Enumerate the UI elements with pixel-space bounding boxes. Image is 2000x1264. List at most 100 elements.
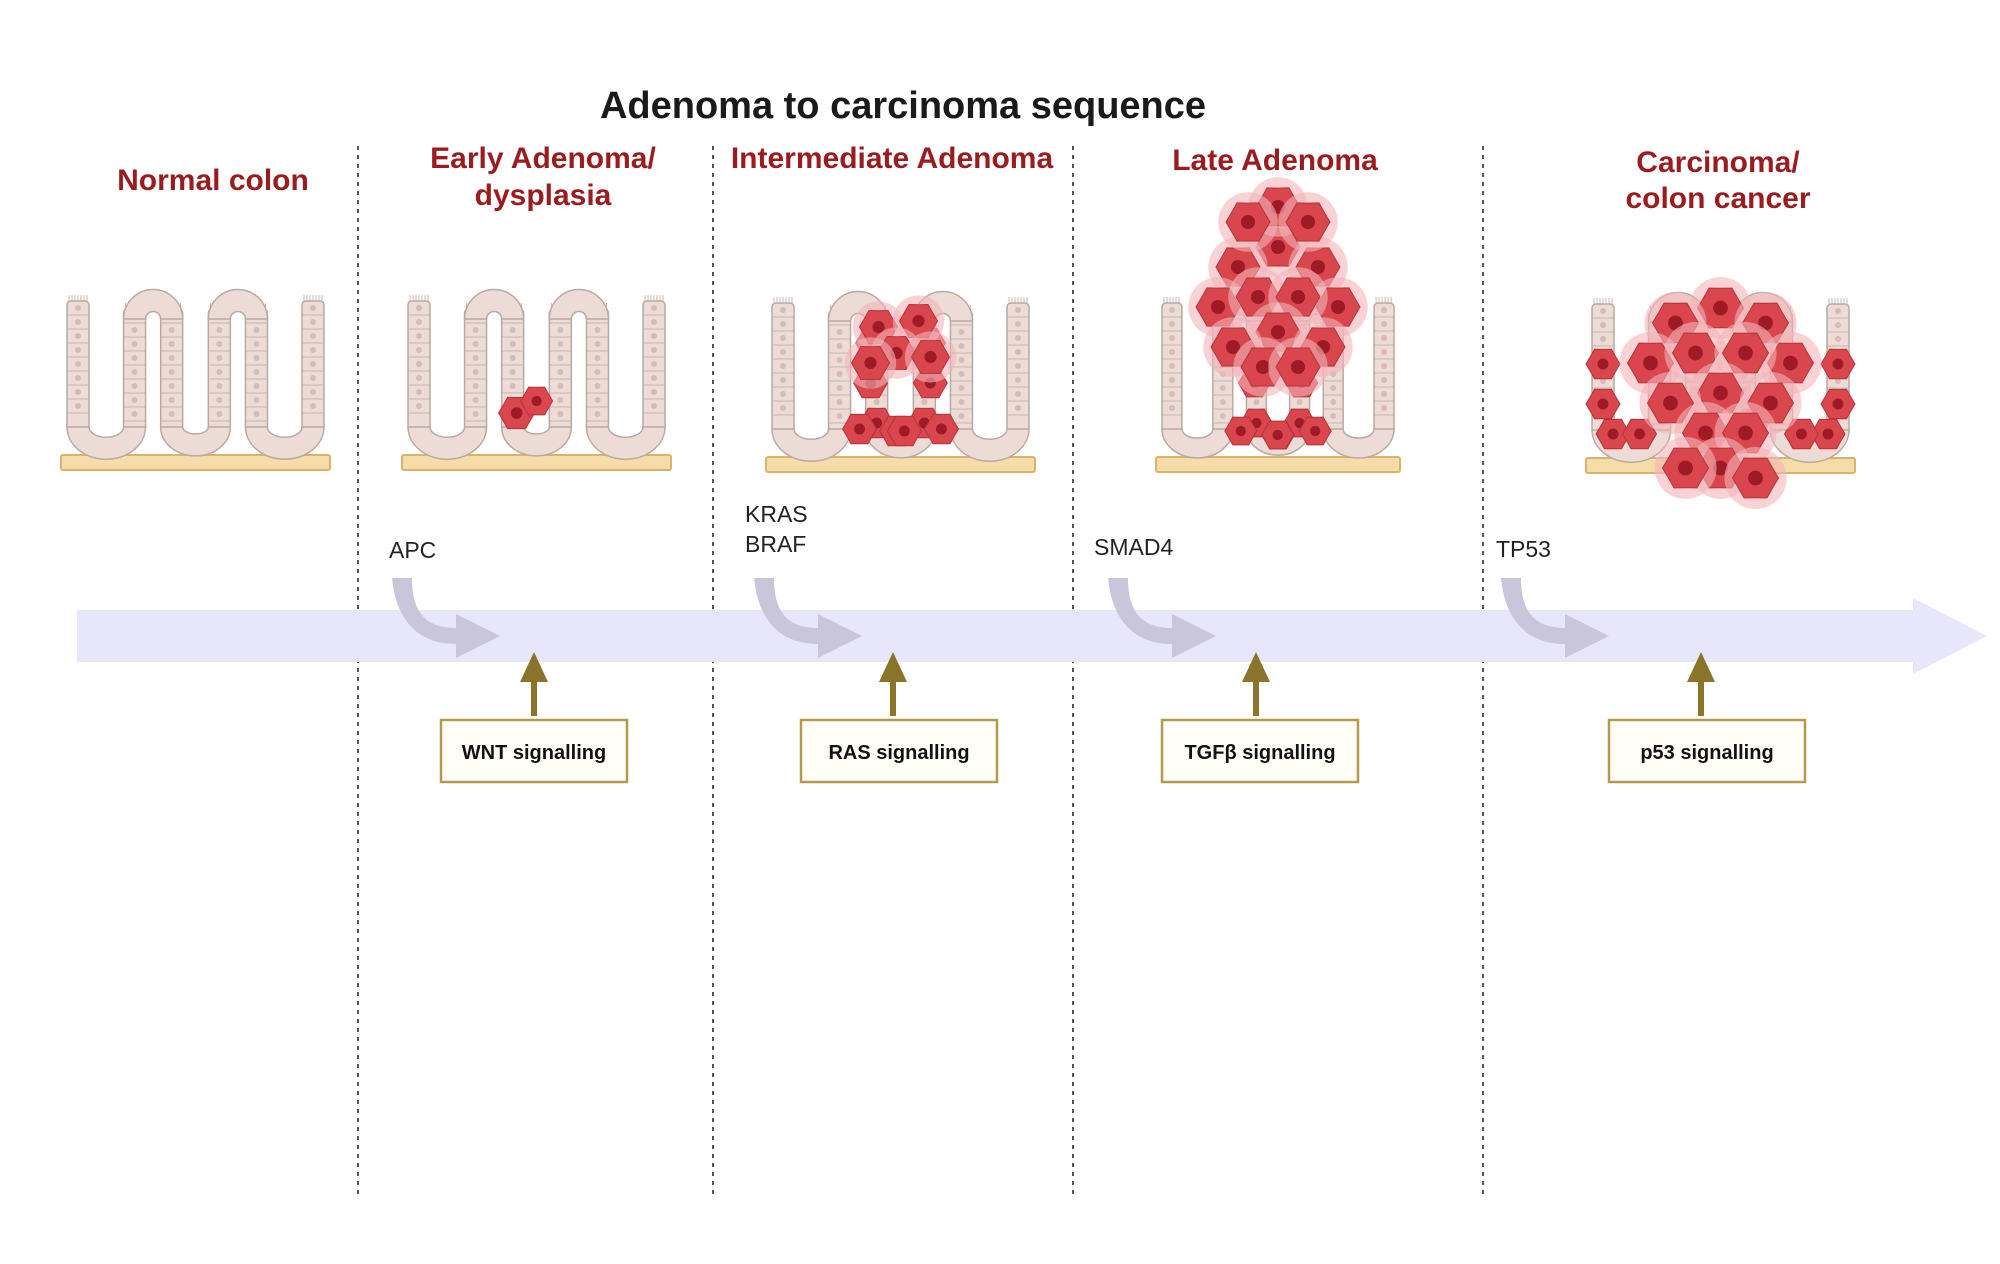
cell-nucleus [472, 411, 479, 417]
cell-nucleus [310, 375, 316, 381]
signal-box [1607, 718, 1807, 784]
tumor-cluster [841, 295, 960, 447]
cell-nucleus [1381, 391, 1388, 397]
cell-nucleus [253, 327, 260, 333]
cell-nucleus [1600, 336, 1606, 342]
tumor-cell-icon [1585, 388, 1621, 420]
crypt-bottom [500, 426, 573, 457]
cell-nucleus [1015, 363, 1021, 369]
diagram-title: Adenoma to carcinoma sequence [600, 85, 1206, 127]
tumor-cell-icon [1268, 337, 1328, 397]
stage-title-line: colon cancer [1625, 182, 1810, 215]
cell-nucleus [1381, 349, 1388, 355]
tumor-nucleus [1310, 425, 1321, 437]
tumor-nucleus [1713, 385, 1728, 401]
cell-nucleus [1381, 405, 1388, 411]
cell-nucleus [651, 305, 657, 311]
cell-nucleus [1015, 391, 1021, 397]
cell-nucleus [310, 305, 316, 311]
cell-nucleus [216, 327, 223, 333]
cell-nucleus [509, 327, 516, 333]
stage-title-line: Carcinoma/ [1636, 146, 1800, 179]
signal-box [799, 718, 999, 784]
cell-nucleus [253, 383, 260, 389]
cell-nucleus [557, 383, 564, 389]
tumor-nucleus [1230, 259, 1246, 275]
progression-timeline [77, 598, 1987, 674]
cell-nucleus [780, 391, 786, 397]
signal-box [1160, 718, 1360, 784]
cell-nucleus [594, 327, 601, 333]
cell-nucleus [416, 319, 422, 325]
cell-nucleus [75, 305, 81, 311]
cell-nucleus [958, 413, 965, 419]
tumor-cell-icon [904, 331, 957, 383]
tumor-nucleus [1210, 299, 1226, 315]
cell-nucleus [594, 341, 601, 347]
cell-nucleus [651, 375, 657, 381]
cell-nucleus [1253, 399, 1260, 405]
tumor-nucleus [1738, 425, 1753, 441]
stage-title-line: Late Adenoma [1172, 144, 1378, 177]
tumor-cell-icon [1298, 416, 1332, 446]
stage-title-line: Intermediate Adenoma [731, 142, 1054, 175]
tumor-cell-icon [520, 386, 554, 416]
cell-nucleus [509, 383, 516, 389]
tumor-cell-icon [1783, 418, 1820, 450]
cell-nucleus [557, 369, 564, 375]
cell-nucleus [1168, 363, 1175, 369]
cell-nucleus [557, 341, 564, 347]
tumor-cell-icon [1820, 388, 1856, 420]
crypt-bottom [585, 426, 666, 460]
cell-nucleus [131, 369, 138, 375]
cell-nucleus [1219, 399, 1226, 405]
up-arrow-shaft [531, 676, 537, 716]
signal-pathway-label: p53 signalling [1640, 742, 1773, 764]
tumor-nucleus [1300, 214, 1316, 230]
cell-nucleus [75, 403, 81, 409]
villus-top [548, 288, 610, 320]
tumor-nucleus [1240, 214, 1256, 230]
cell-nucleus [958, 329, 965, 335]
tumor-cell-icon [844, 337, 897, 389]
tumor-cluster [1188, 177, 1368, 450]
cell-nucleus [131, 411, 138, 417]
cell-nucleus [131, 355, 138, 361]
cell-nucleus [168, 327, 175, 333]
tumor-nucleus [864, 356, 877, 370]
tumor-nucleus [936, 423, 947, 435]
tumor-nucleus [1796, 428, 1807, 440]
cell-nucleus [651, 403, 657, 409]
tumor-nucleus [1250, 289, 1266, 305]
crypt-bottom [1161, 428, 1234, 459]
stage-title-line: dysplasia [475, 179, 612, 212]
cell-nucleus [131, 327, 138, 333]
cell-nucleus [416, 305, 422, 311]
tumor-nucleus [1748, 470, 1763, 486]
tumor-nucleus [1832, 358, 1844, 370]
cell-nucleus [168, 397, 175, 403]
cell-nucleus [594, 383, 601, 389]
cell-nucleus [216, 397, 223, 403]
cell-nucleus [216, 369, 223, 375]
divider-lines [357, 146, 1484, 1195]
timeline-arrow [77, 598, 1987, 674]
tumor-nucleus [1713, 300, 1728, 316]
cell-nucleus [836, 343, 843, 349]
curved-arrow-icon [754, 578, 862, 658]
crypt-bottom [949, 428, 1030, 462]
villus-top [122, 288, 184, 320]
cell-nucleus [1015, 377, 1021, 383]
cell-nucleus [75, 389, 81, 395]
up-arrow-icon [879, 652, 907, 682]
mutated-gene-label: TP53 [1496, 536, 1551, 562]
cell-nucleus [1835, 378, 1841, 384]
cell-nucleus [75, 361, 81, 367]
cell-nucleus [780, 335, 786, 341]
cell-nucleus [836, 413, 843, 419]
